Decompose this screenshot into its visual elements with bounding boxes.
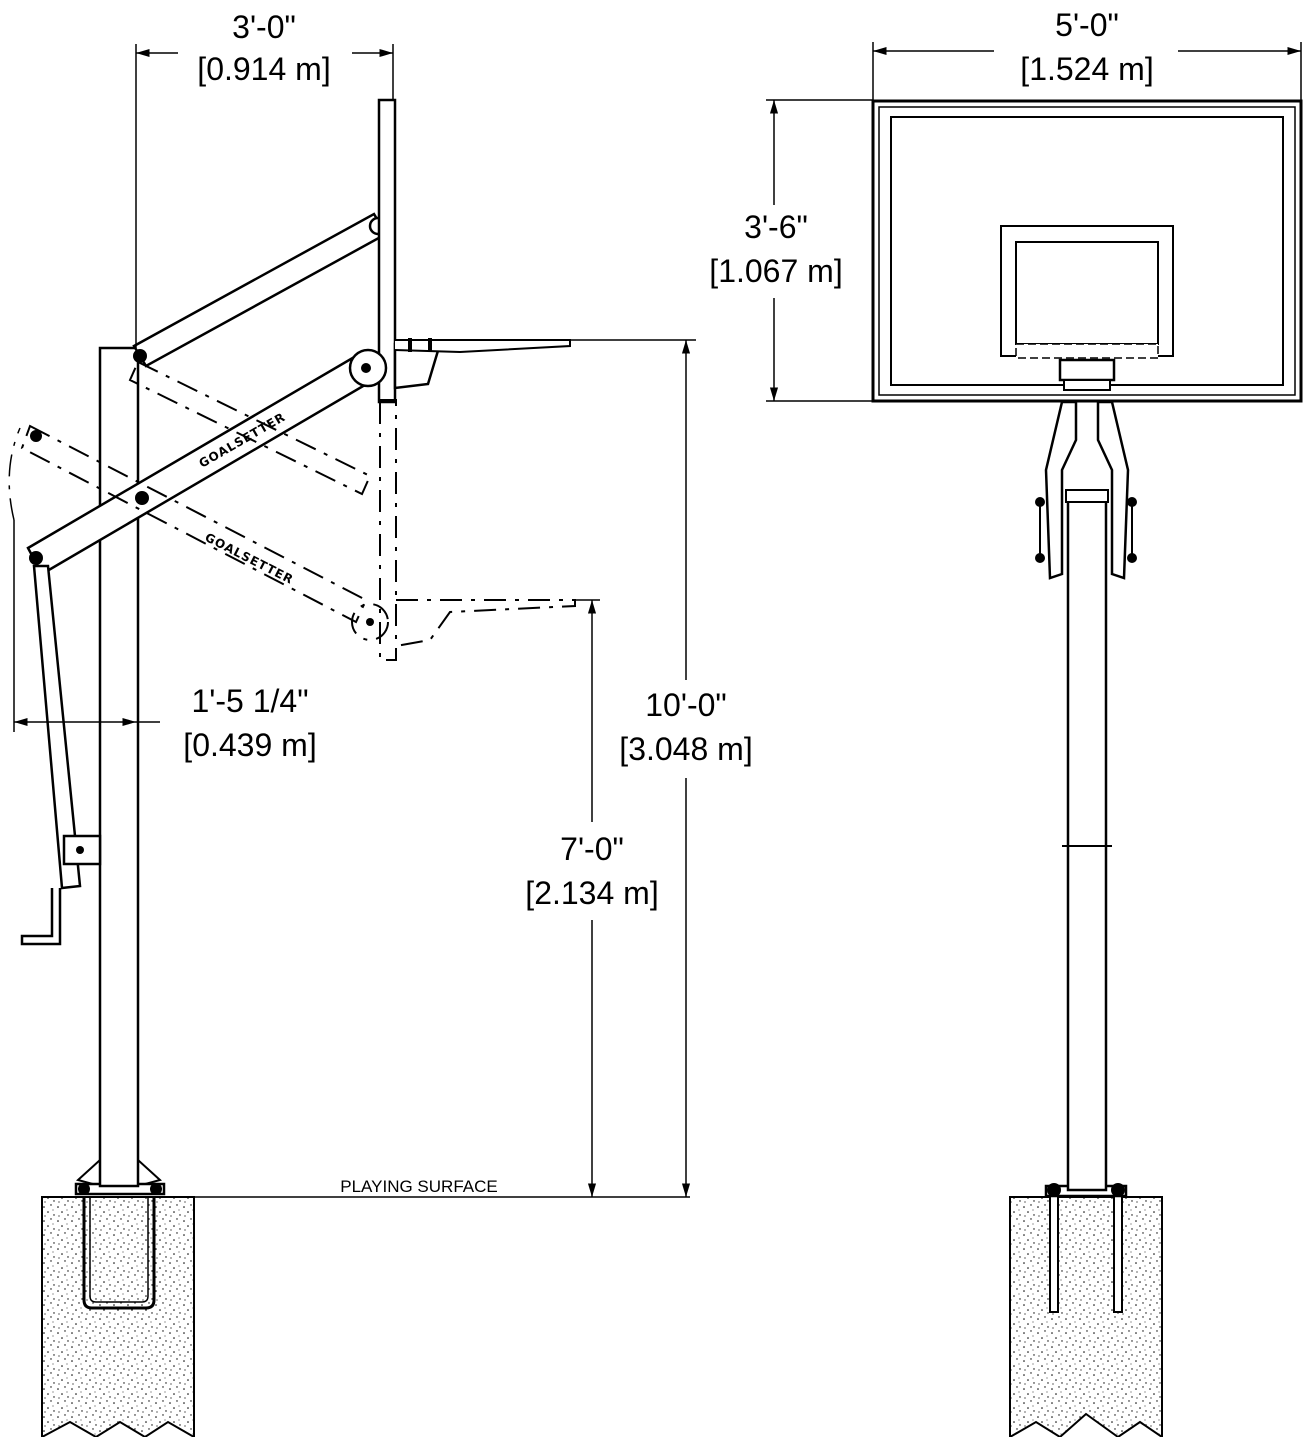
dim-rim-height-min-imperial: 7'-0" bbox=[560, 831, 624, 867]
front-concrete-footing bbox=[1009, 1183, 1163, 1437]
side-crank-mechanism bbox=[8, 427, 102, 946]
side-upper-arm bbox=[132, 212, 388, 368]
front-rim bbox=[1015, 343, 1159, 391]
front-pole bbox=[1062, 498, 1112, 1192]
dim-rim-height-min: 7'-0" [2.134 m] bbox=[525, 599, 659, 1197]
dim-rim-height-max-imperial: 10'-0" bbox=[645, 687, 727, 723]
side-base-plate bbox=[74, 1157, 166, 1196]
side-view: PLAYING SURFACE GOALSETTER GOALSETTER bbox=[8, 9, 753, 1437]
side-backboard-raised bbox=[348, 98, 442, 404]
side-rim-raised bbox=[394, 338, 571, 354]
dim-arm-extension: 3'-0" [0.914 m] bbox=[135, 9, 394, 348]
dim-rim-height-min-metric: [2.134 m] bbox=[525, 875, 658, 911]
dim-backboard-width-imperial: 5'-0" bbox=[1055, 7, 1119, 43]
front-view: 5'-0" [1.524 m] 3'-6" [1.067 m] bbox=[709, 7, 1303, 1437]
dim-rim-height-max-metric: [3.048 m] bbox=[619, 731, 752, 767]
dim-backboard-height-metric: [1.067 m] bbox=[709, 253, 842, 289]
arm-brand-text-lowered: GOALSETTER bbox=[203, 530, 296, 587]
front-support-bracket bbox=[1035, 400, 1137, 580]
dim-crank-offset-imperial: 1'-5 1/4" bbox=[191, 683, 308, 719]
dim-backboard-height-imperial: 3'-6" bbox=[744, 209, 808, 245]
side-concrete-footing bbox=[41, 1196, 195, 1437]
dim-backboard-width-metric: [1.524 m] bbox=[1020, 51, 1153, 87]
side-pole bbox=[98, 346, 140, 1188]
dim-arm-extension-metric: [0.914 m] bbox=[197, 51, 330, 87]
dim-arm-extension-imperial: 3'-0" bbox=[232, 9, 296, 45]
dim-backboard-width: 5'-0" [1.524 m] bbox=[872, 7, 1302, 100]
dim-crank-offset: 1'-5 1/4" [0.439 m] bbox=[13, 520, 317, 763]
side-backboard-lowered bbox=[351, 399, 576, 661]
dim-backboard-height: 3'-6" [1.067 m] bbox=[709, 99, 873, 402]
playing-surface-label: PLAYING SURFACE bbox=[340, 1177, 497, 1196]
dim-rim-height-max: 10'-0" [3.048 m] bbox=[570, 339, 753, 1197]
dim-crank-offset-metric: [0.439 m] bbox=[183, 727, 316, 763]
